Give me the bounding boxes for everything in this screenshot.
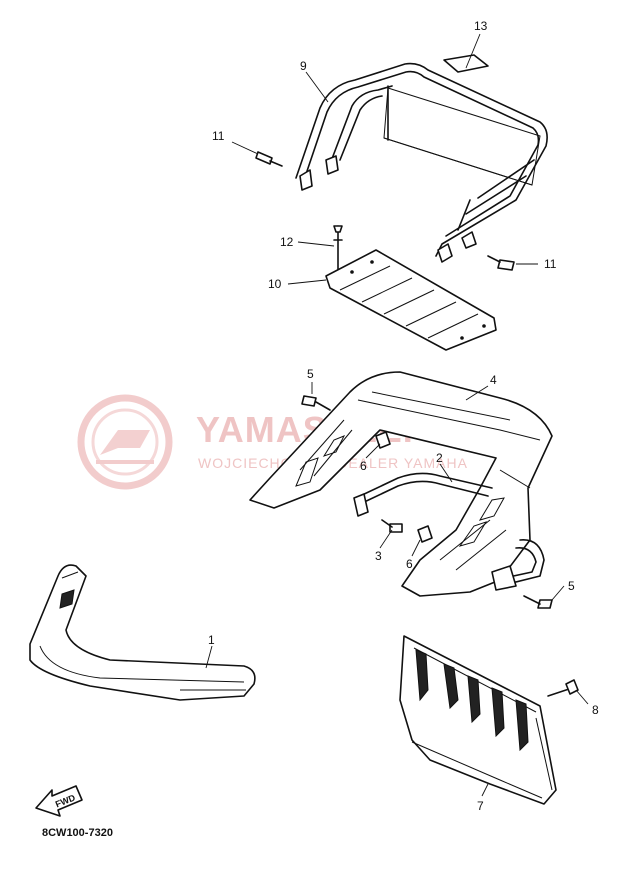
part-11-bolt-left bbox=[255, 151, 283, 167]
part-4-rear-guard bbox=[249, 371, 553, 597]
fwd-arrow-icon: FWD bbox=[35, 785, 83, 817]
callout-13: 13 bbox=[474, 19, 488, 33]
part-9-carrier-rack bbox=[295, 62, 548, 263]
callout-4: 4 bbox=[490, 373, 497, 387]
callout-leaders bbox=[205, 33, 589, 797]
part-5-bolt-upper bbox=[301, 395, 331, 411]
callout-5-upper: 5 bbox=[307, 367, 314, 381]
part-13-label-sticker bbox=[443, 54, 489, 73]
part-3-bolt bbox=[381, 519, 403, 533]
callout-5-lower: 5 bbox=[568, 579, 575, 593]
callout-3: 3 bbox=[375, 549, 382, 563]
part-5-bolt-lower bbox=[523, 595, 553, 609]
callout-1: 1 bbox=[208, 633, 215, 647]
part-2-lower-bar bbox=[353, 472, 545, 591]
callout-7: 7 bbox=[477, 799, 484, 813]
callout-2: 2 bbox=[436, 451, 443, 465]
callout-10: 10 bbox=[268, 277, 282, 291]
callout-6-lower: 6 bbox=[406, 557, 413, 571]
part-7-mud-guard bbox=[399, 635, 557, 805]
part-8-screw bbox=[547, 679, 579, 697]
part-11-bolt-right bbox=[487, 255, 515, 271]
part-10-flap-plate bbox=[325, 249, 497, 351]
callout-9: 9 bbox=[300, 59, 307, 73]
callout-11-left: 11 bbox=[212, 129, 225, 143]
part-12-clip bbox=[333, 225, 343, 271]
callouts: 13 9 11 11 12 10 5 4 2 6 3 6 5 1 8 7 bbox=[208, 19, 599, 813]
part-6-nut-lower bbox=[417, 525, 433, 543]
callout-6-upper: 6 bbox=[360, 459, 367, 473]
callout-8: 8 bbox=[592, 703, 599, 717]
watermark-logo bbox=[77, 394, 173, 490]
diagram-code: 8CW100-7320 bbox=[42, 827, 113, 839]
callout-12: 12 bbox=[280, 235, 294, 249]
part-1-front-bumper bbox=[29, 564, 256, 701]
callout-11-right: 11 bbox=[544, 257, 557, 271]
